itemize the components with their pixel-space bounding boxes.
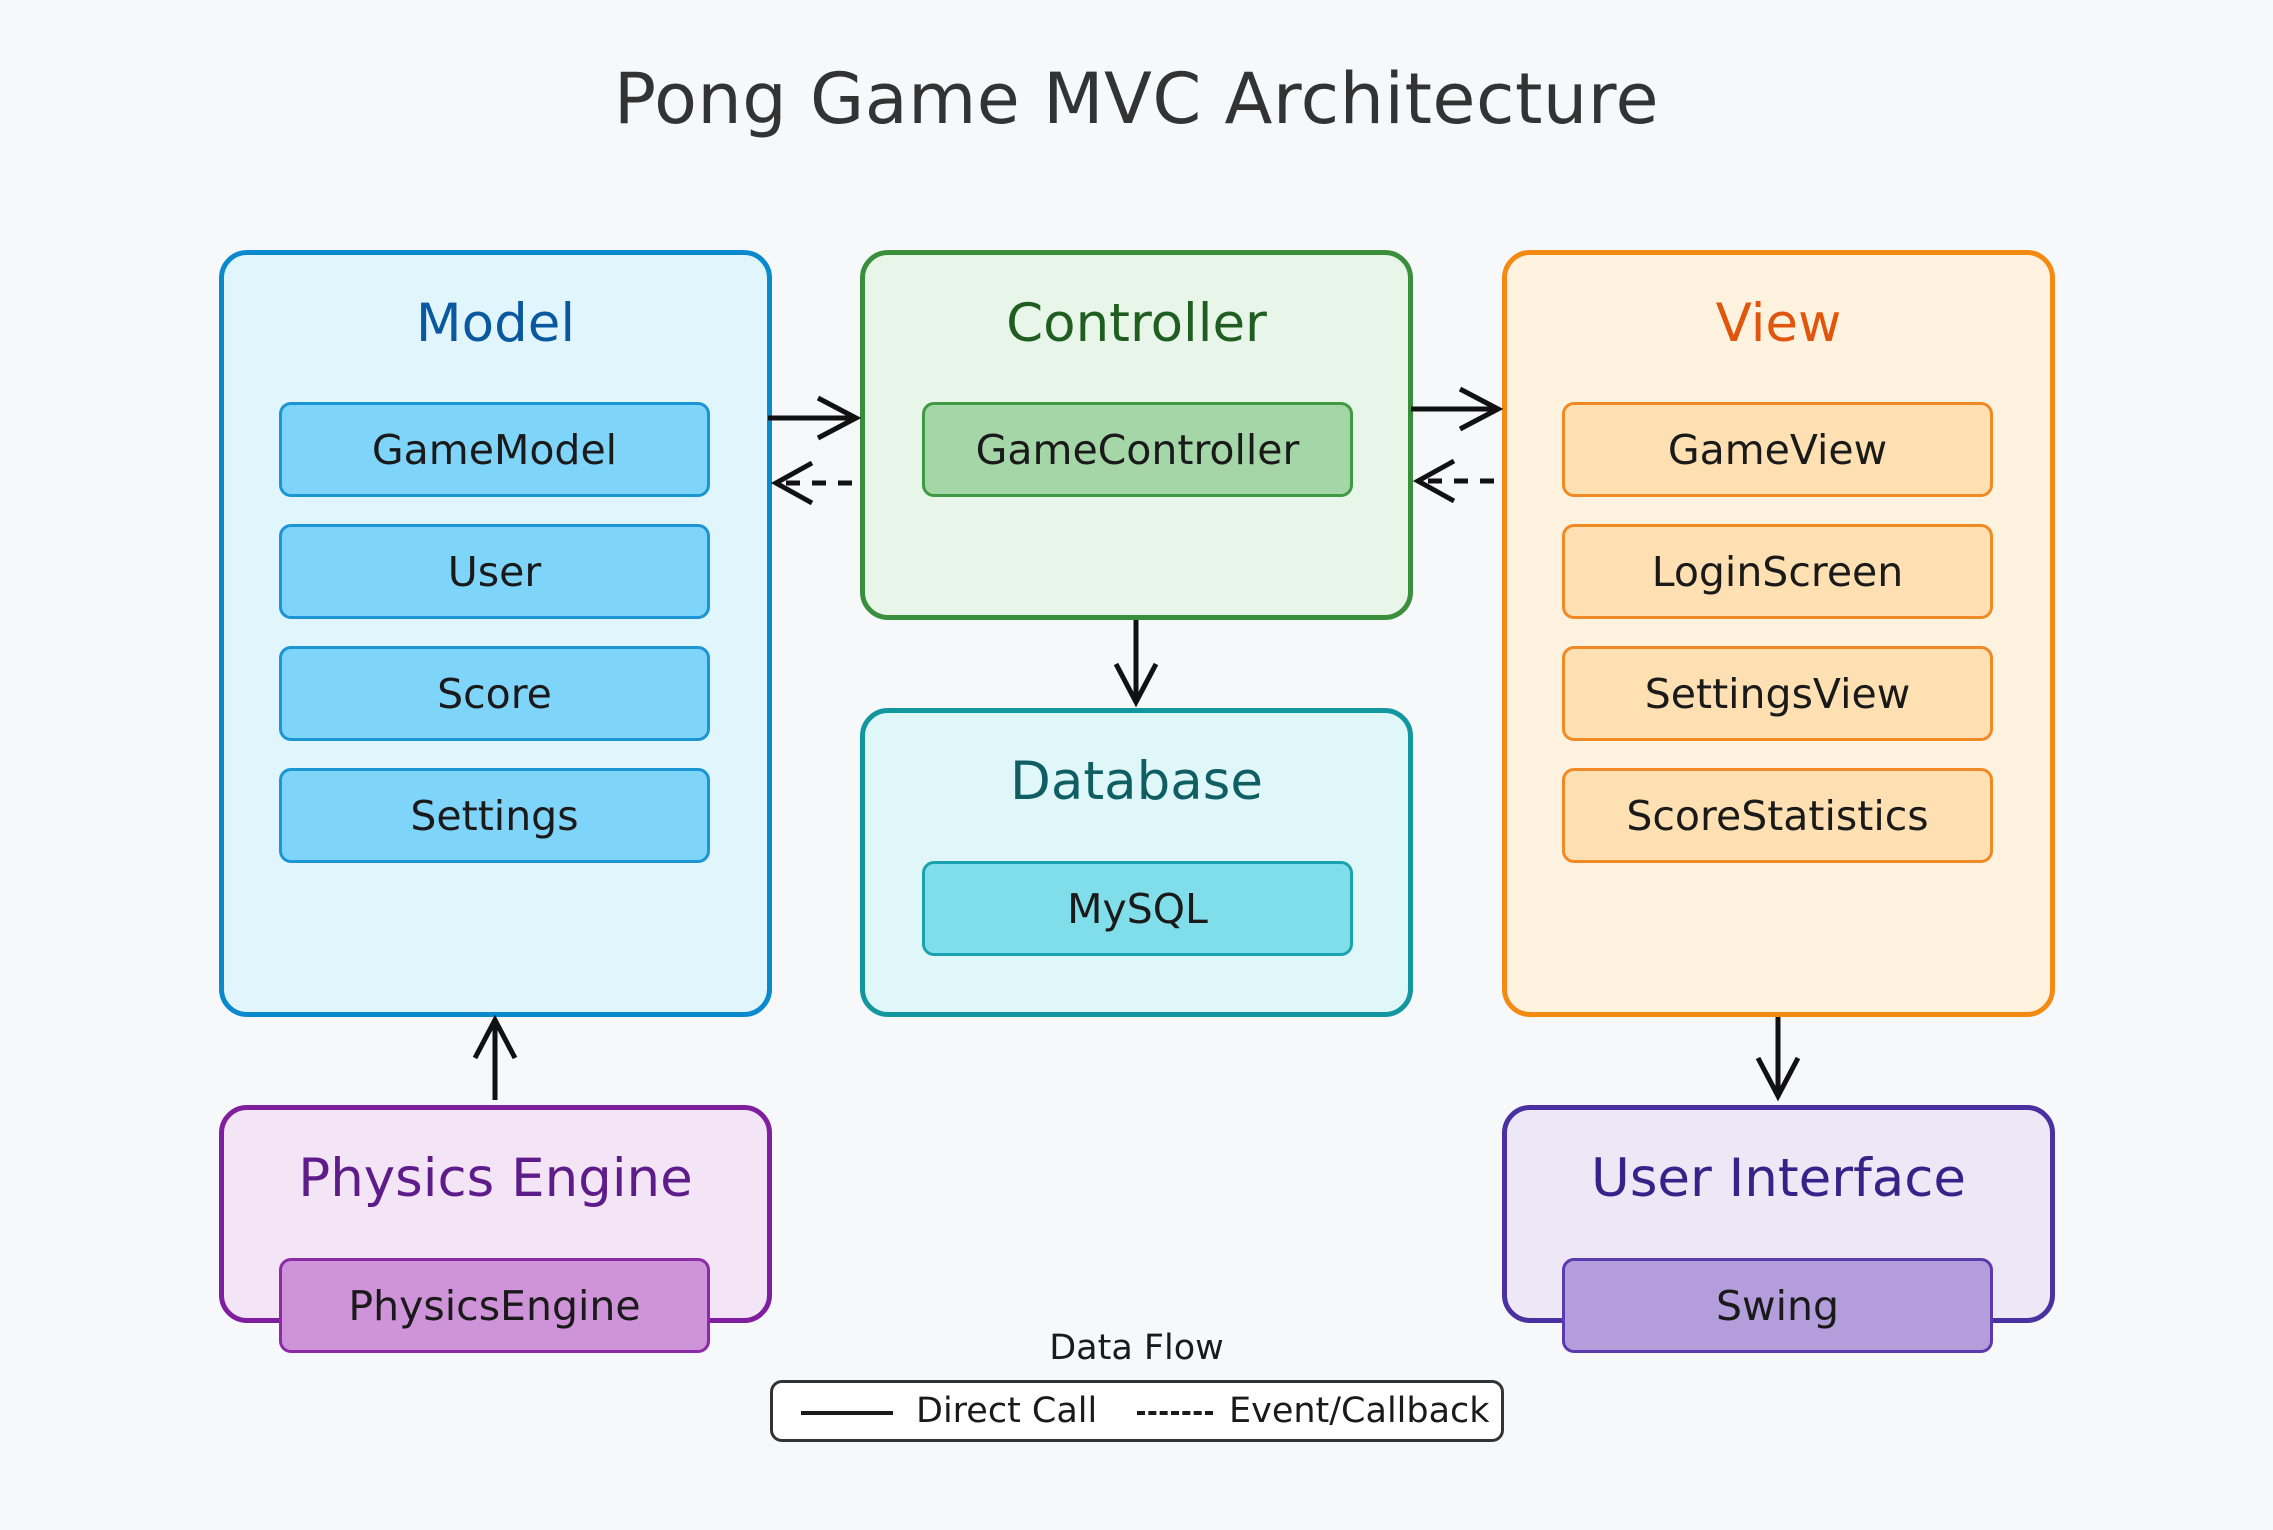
controller-group-title: Controller: [1006, 293, 1267, 354]
component-gamecontroller[interactable]: GameController: [922, 402, 1353, 497]
legend-dashed-line: [1137, 1411, 1213, 1415]
component-physicsengine[interactable]: PhysicsEngine: [279, 1258, 710, 1353]
component-gameview[interactable]: GameView: [1562, 402, 1993, 497]
database-group-title: Database: [1010, 751, 1263, 812]
component-swing[interactable]: Swing: [1562, 1258, 1993, 1353]
legend-direct-call-label: Direct Call: [916, 1391, 1098, 1431]
arrow-view-to-controller: [1412, 458, 1494, 504]
arrow-model-to-controller: [768, 395, 862, 441]
legend-title: Data Flow: [1049, 1328, 1224, 1368]
model-group-title: Model: [415, 293, 576, 354]
component-loginscreen[interactable]: LoginScreen: [1562, 524, 1993, 619]
arrow-controller-to-model: [770, 460, 852, 506]
arrow-controller-to-database: [1113, 620, 1159, 708]
legend-event-callback-label: Event/Callback: [1229, 1391, 1490, 1431]
user-interface-group-title: User Interface: [1591, 1148, 1966, 1209]
view-group: View: [1502, 250, 2055, 1017]
arrow-controller-to-view: [1411, 386, 1504, 432]
component-user[interactable]: User: [279, 524, 710, 619]
component-scorestatistics[interactable]: ScoreStatistics: [1562, 768, 1993, 863]
physics-engine-group-title: Physics Engine: [298, 1148, 693, 1209]
model-group: Model: [219, 250, 772, 1017]
component-mysql[interactable]: MySQL: [922, 861, 1353, 956]
component-gamemodel[interactable]: GameModel: [279, 402, 710, 497]
component-settingsview[interactable]: SettingsView: [1562, 646, 1993, 741]
arrow-view-to-user-interface: [1755, 1017, 1801, 1102]
component-settings[interactable]: Settings: [279, 768, 710, 863]
legend-solid-line: [801, 1411, 893, 1415]
arrow-physics-to-model: [472, 1014, 518, 1100]
view-group-title: View: [1715, 293, 1842, 354]
component-score[interactable]: Score: [279, 646, 710, 741]
legend: Direct Call Event/Callback: [770, 1380, 1504, 1442]
diagram-title: Pong Game MVC Architecture: [613, 58, 1660, 140]
